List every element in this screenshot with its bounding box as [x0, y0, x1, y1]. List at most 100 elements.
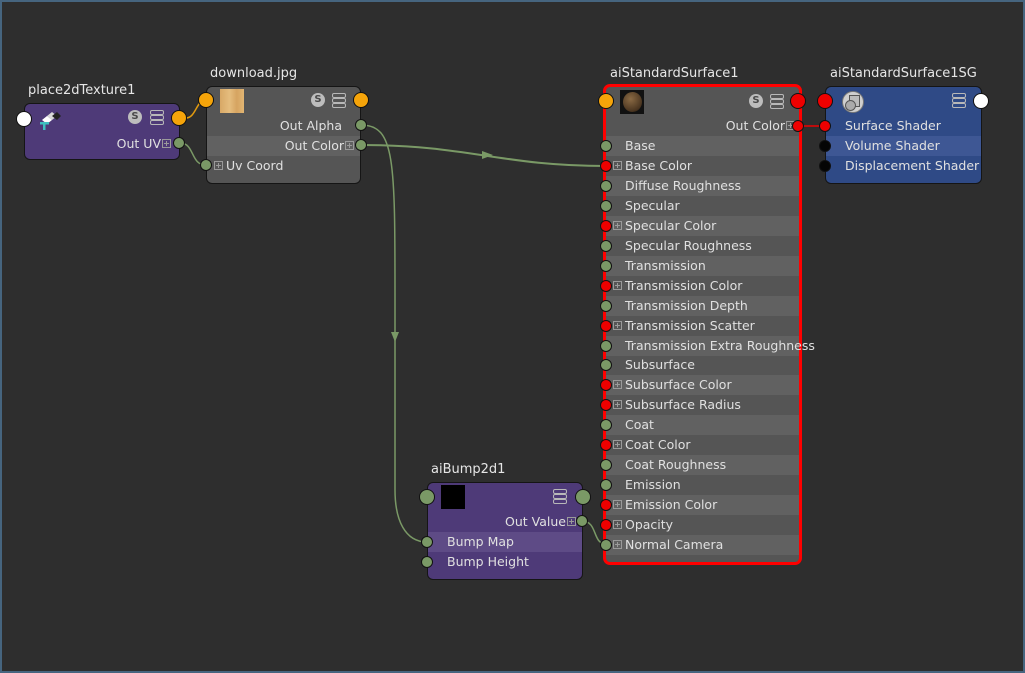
output-out-value[interactable]: Out Value — [505, 512, 576, 532]
input-transmission-extra-roughness[interactable]: Transmission Extra Roughness — [606, 335, 815, 356]
expand-icon[interactable] — [345, 141, 354, 150]
input-transmission-color[interactable]: Transmission Color — [606, 276, 799, 296]
input-port-normal-camera[interactable] — [600, 539, 612, 551]
input-port-main[interactable] — [419, 489, 435, 505]
input-subsurface-radius[interactable]: Subsurface Radius — [606, 395, 799, 415]
input-port-coat-color[interactable] — [600, 439, 612, 452]
expand-icon[interactable] — [613, 320, 622, 330]
input-coat-roughness[interactable]: Coat Roughness — [606, 455, 799, 476]
output-out-color[interactable]: Out Color — [285, 136, 354, 156]
input-port-specular-color[interactable] — [600, 219, 612, 232]
output-out-uv[interactable]: Out UV — [117, 134, 171, 154]
input-bump-map[interactable]: Bump Map — [428, 532, 582, 552]
output-port-out-alpha[interactable] — [355, 119, 367, 131]
expand-icon[interactable] — [567, 517, 576, 526]
output-port-main[interactable] — [171, 110, 187, 126]
expand-icon[interactable] — [613, 540, 622, 549]
input-port-emission-color[interactable] — [600, 499, 612, 512]
input-port-coat[interactable] — [600, 419, 612, 432]
input-port-subsurface-color[interactable] — [600, 379, 612, 392]
attribute-display-icon[interactable] — [952, 93, 966, 108]
input-port-bump-height[interactable] — [421, 556, 433, 568]
input-bump-height[interactable]: Bump Height — [428, 552, 582, 572]
input-base[interactable]: Base — [606, 136, 799, 156]
input-normal-camera[interactable]: Normal Camera — [606, 535, 799, 555]
input-port-main[interactable] — [817, 93, 833, 109]
swatch-toggle-button[interactable]: S — [128, 110, 142, 124]
attribute-display-icon[interactable] — [150, 110, 164, 125]
input-port-specular[interactable] — [600, 199, 612, 212]
input-diffuse-roughness[interactable]: Diffuse Roughness — [606, 175, 799, 196]
output-port-main[interactable] — [575, 489, 591, 505]
input-coat-color[interactable]: Coat Color — [606, 435, 799, 455]
input-displacement-shader[interactable]: Displacement Shader — [826, 156, 981, 176]
output-port-main[interactable] — [973, 93, 989, 109]
swatch-toggle-button[interactable]: S — [749, 94, 763, 108]
input-port-displacement-shader[interactable] — [819, 160, 831, 172]
expand-icon[interactable] — [613, 440, 622, 450]
input-specular-roughness[interactable]: Specular Roughness — [606, 236, 799, 256]
input-emission[interactable]: Emission — [606, 475, 799, 495]
input-port-main[interactable] — [198, 92, 214, 108]
swatch-toggle-button[interactable]: S — [311, 93, 325, 107]
input-uv-coord[interactable]: Uv Coord — [207, 156, 360, 176]
output-out-color[interactable]: Out Color — [726, 116, 795, 136]
input-base-color[interactable]: Base Color — [606, 156, 799, 176]
input-emission-color[interactable]: Emission Color — [606, 495, 799, 516]
input-port-emission[interactable] — [600, 479, 612, 492]
output-port-out-uv[interactable] — [173, 137, 185, 149]
input-port-surface-shader[interactable] — [819, 120, 831, 132]
input-specular-color[interactable]: Specular Color — [606, 215, 799, 236]
expand-icon[interactable] — [613, 380, 622, 390]
input-subsurface-color[interactable]: Subsurface Color — [606, 375, 799, 396]
input-port-transmission-depth[interactable] — [600, 299, 612, 312]
input-port-volume-shader[interactable] — [819, 140, 831, 152]
output-port-main[interactable] — [353, 92, 369, 108]
input-port-transmission-scatter[interactable] — [600, 319, 612, 332]
input-port-uv-coord[interactable] — [200, 159, 212, 171]
input-port-specular-roughness[interactable] — [600, 239, 612, 252]
output-port-out-color[interactable] — [792, 120, 804, 132]
expand-icon[interactable] — [613, 280, 622, 290]
output-row-out-color[interactable] — [207, 136, 360, 156]
input-surface-shader[interactable]: Surface Shader — [826, 116, 981, 136]
input-volume-shader[interactable]: Volume Shader — [826, 136, 981, 156]
expand-icon[interactable] — [162, 139, 171, 148]
input-transmission-depth[interactable]: Transmission Depth — [606, 295, 799, 316]
input-transmission[interactable]: Transmission — [606, 255, 799, 276]
expand-icon[interactable] — [613, 520, 622, 530]
input-port-base[interactable] — [600, 140, 612, 152]
input-port-base-color[interactable] — [600, 159, 612, 172]
output-port-out-value[interactable] — [576, 515, 588, 527]
attribute-display-icon[interactable] — [770, 94, 784, 109]
input-port-opacity[interactable] — [600, 519, 612, 532]
expand-icon[interactable] — [214, 161, 223, 170]
input-port-main[interactable] — [598, 93, 614, 109]
input-port-coat-roughness[interactable] — [600, 459, 612, 472]
node-place2d-texture[interactable]: S Out UV — [24, 103, 180, 160]
attribute-display-icon[interactable] — [553, 489, 567, 504]
node-ai-bump2d[interactable]: Out Value Bump Map Bump Height — [427, 482, 583, 580]
node-shading-group[interactable]: Surface Shader Volume Shader Displacemen… — [825, 86, 982, 184]
input-port-bump-map[interactable] — [421, 536, 433, 548]
output-port-out-color[interactable] — [355, 139, 367, 151]
input-port-transmission-extra-roughness[interactable] — [600, 339, 612, 352]
input-port-transmission-color[interactable] — [600, 279, 612, 292]
attribute-display-icon[interactable] — [332, 93, 346, 108]
input-subsurface[interactable]: Subsurface — [606, 355, 799, 375]
input-opacity[interactable]: Opacity — [606, 515, 799, 535]
output-out-alpha[interactable]: Out Alpha — [280, 116, 342, 136]
expand-icon[interactable] — [613, 220, 622, 230]
input-specular[interactable]: Specular — [606, 196, 799, 216]
input-transmission-scatter[interactable]: Transmission Scatter — [606, 316, 799, 336]
expand-icon[interactable] — [613, 160, 622, 170]
expand-icon[interactable] — [613, 500, 622, 510]
output-port-main[interactable] — [790, 93, 806, 109]
input-port-subsurface[interactable] — [600, 359, 612, 372]
input-port-diffuse-roughness[interactable] — [600, 179, 612, 192]
input-port-transmission[interactable] — [600, 259, 612, 272]
input-coat[interactable]: Coat — [606, 415, 799, 436]
expand-icon[interactable] — [613, 400, 622, 410]
input-port-main[interactable] — [16, 111, 32, 127]
